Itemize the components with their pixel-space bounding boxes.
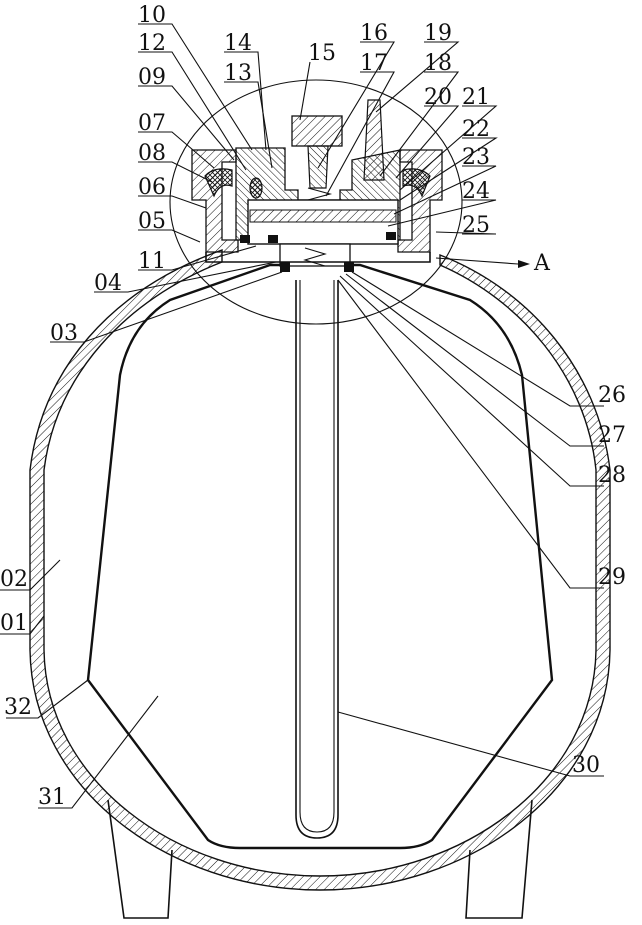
label-06: 06 xyxy=(138,175,166,200)
label-22: 22 xyxy=(462,117,490,142)
label-12: 12 xyxy=(138,31,166,56)
label-24: 24 xyxy=(462,179,490,204)
label-32: 32 xyxy=(4,695,32,720)
label-26: 26 xyxy=(598,383,626,408)
label-16: 16 xyxy=(360,21,388,46)
label-30: 30 xyxy=(572,753,600,778)
label-28: 28 xyxy=(598,463,626,488)
label-17: 17 xyxy=(360,51,388,76)
label-11: 11 xyxy=(138,249,166,274)
label-20: 20 xyxy=(424,85,452,110)
label-14: 14 xyxy=(224,31,252,56)
label-25: 25 xyxy=(462,213,490,238)
label-09: 09 xyxy=(138,65,166,90)
section-marker-a: A xyxy=(533,251,551,276)
outer-shell xyxy=(30,250,610,890)
label-07: 07 xyxy=(138,111,166,136)
label-31: 31 xyxy=(38,785,66,810)
support-legs xyxy=(108,800,532,918)
label-21: 21 xyxy=(462,85,490,110)
label-01: 01 xyxy=(0,611,28,636)
label-29: 29 xyxy=(598,565,626,590)
label-10: 10 xyxy=(138,3,166,28)
label-05: 05 xyxy=(138,209,166,234)
label-19: 19 xyxy=(424,21,452,46)
dip-tube xyxy=(296,280,338,838)
label-15: 15 xyxy=(308,41,336,66)
label-13: 13 xyxy=(224,61,252,86)
label-18: 18 xyxy=(424,51,452,76)
label-23: 23 xyxy=(462,145,490,170)
label-02: 02 xyxy=(0,567,28,592)
label-03: 03 xyxy=(50,321,78,346)
label-08: 08 xyxy=(138,141,166,166)
label-04: 04 xyxy=(94,271,122,296)
label-27: 27 xyxy=(598,423,626,448)
